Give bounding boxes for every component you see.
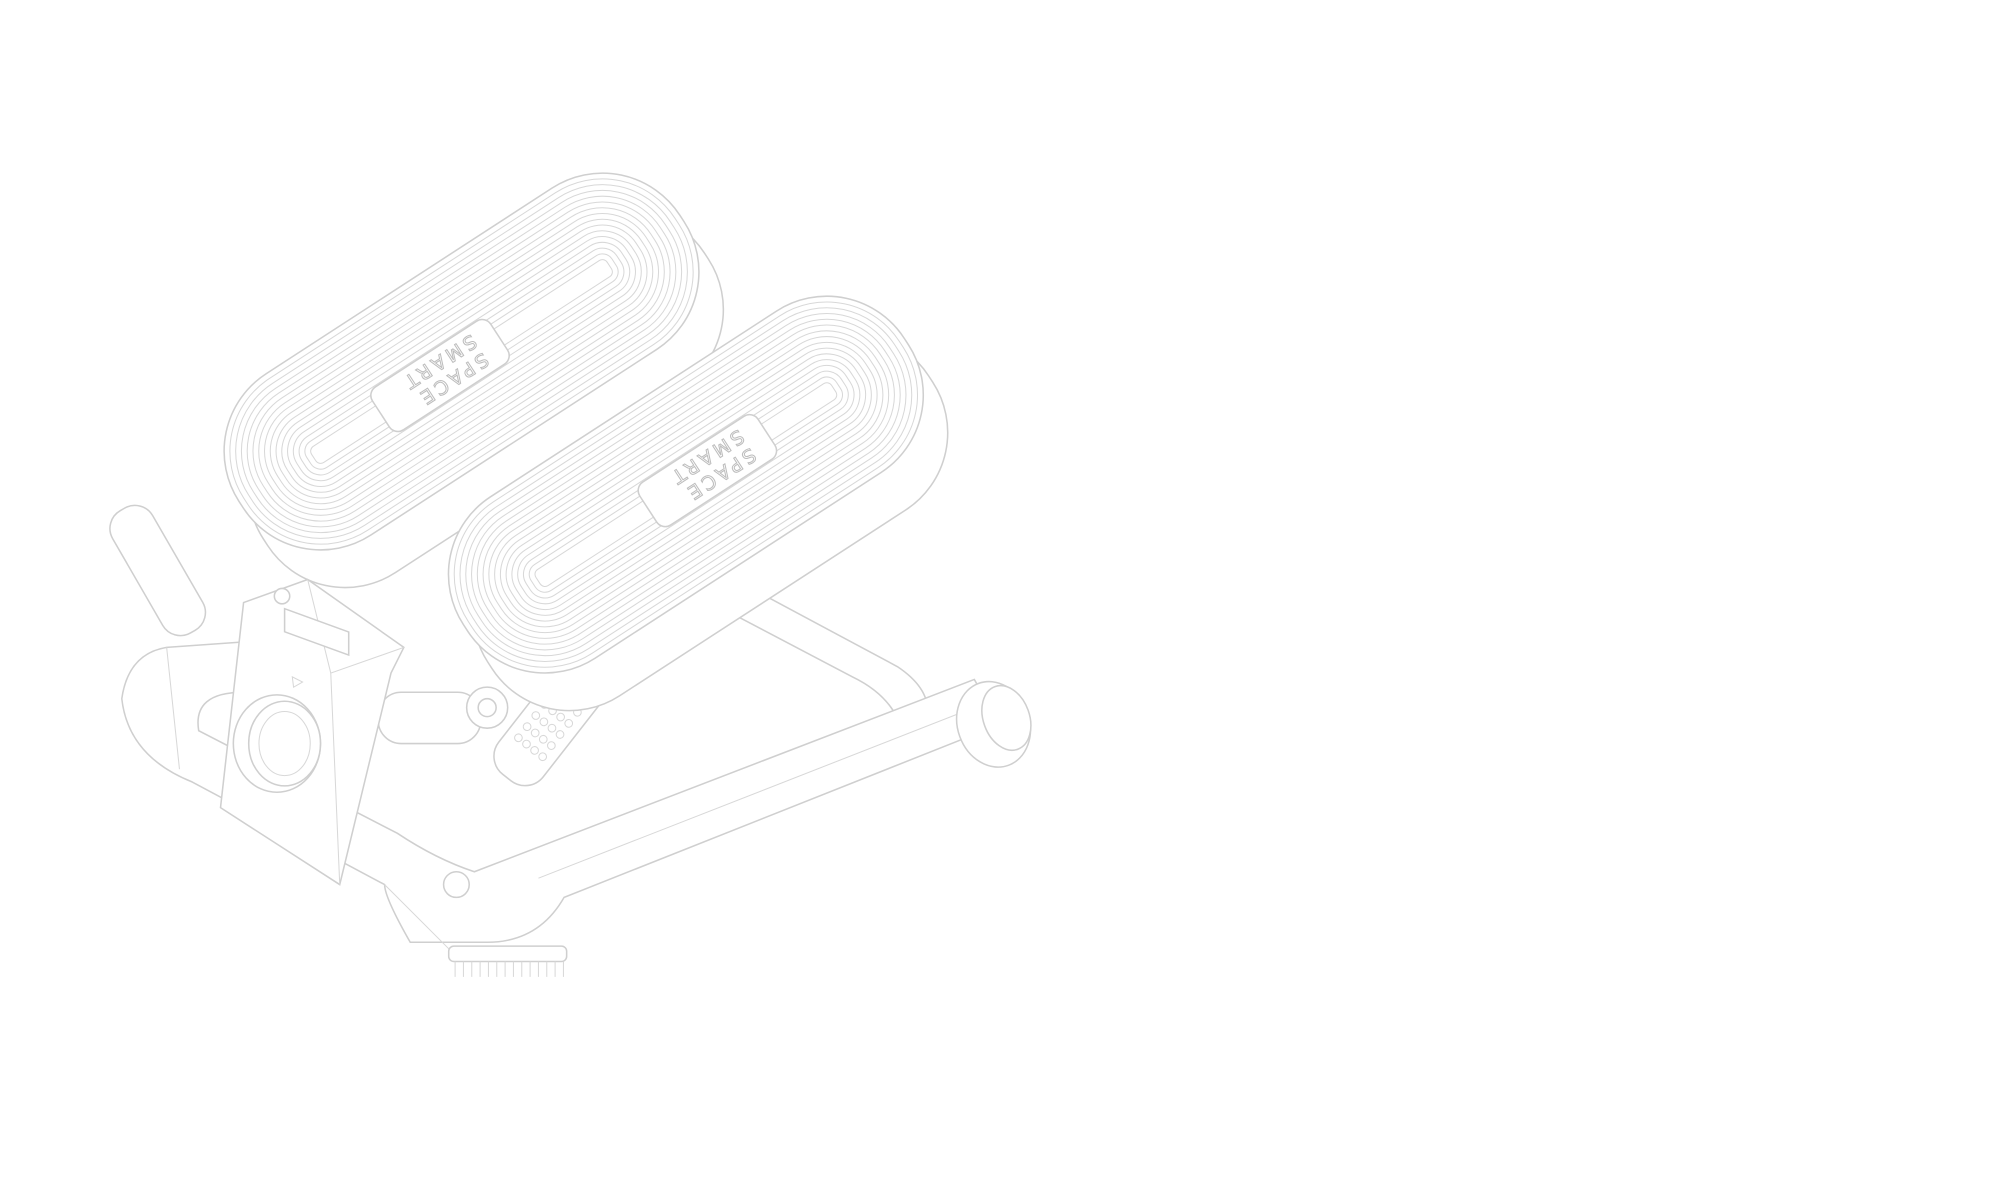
grip-dot <box>538 752 548 762</box>
pedal-groove <box>465 312 907 657</box>
pedal-groove <box>263 213 660 511</box>
pedal-groove <box>292 241 631 482</box>
resistance-dial[interactable] <box>232 694 322 794</box>
control-box <box>219 578 405 886</box>
pedal-groove <box>269 218 654 505</box>
pedal-groove <box>517 364 855 605</box>
pedal-groove <box>459 307 913 662</box>
grip-dot <box>547 723 557 733</box>
pedal-groove <box>252 201 671 522</box>
arrow-indicator-icon <box>291 676 304 688</box>
pedal-groove <box>240 189 683 534</box>
pedal-groove <box>482 330 890 639</box>
grip-dot <box>556 712 565 722</box>
pedal-groove <box>281 230 642 493</box>
side-piston <box>109 504 509 899</box>
display-screen <box>283 607 350 657</box>
pedal-groove <box>471 318 901 651</box>
pedal-groove <box>287 236 636 487</box>
rubber-foot <box>447 945 568 963</box>
grip-dot <box>531 711 541 720</box>
grip-dot <box>538 734 548 744</box>
pedal-groove <box>476 324 895 645</box>
grip-dot <box>564 719 574 728</box>
pedal-groove <box>505 353 867 616</box>
pedal-groove <box>453 301 919 668</box>
reset-button <box>273 587 291 605</box>
pedal-groove <box>511 359 861 611</box>
pedal-groove <box>229 178 694 545</box>
pedal-groove <box>275 224 648 499</box>
grip-dot <box>539 717 549 727</box>
grip-dot <box>555 730 565 739</box>
pedal-groove <box>258 207 665 516</box>
pedal-groove <box>488 336 884 634</box>
pedal-groove <box>235 184 688 539</box>
grip-dot <box>546 741 556 750</box>
pedal-groove <box>494 341 878 628</box>
grip-dot <box>522 722 532 732</box>
grip-dot <box>530 746 539 755</box>
pedal-groove <box>499 347 872 622</box>
grip-dot <box>530 728 540 738</box>
pedal-groove <box>246 195 677 528</box>
grip-dot <box>514 733 523 743</box>
grip-dot <box>522 739 531 749</box>
